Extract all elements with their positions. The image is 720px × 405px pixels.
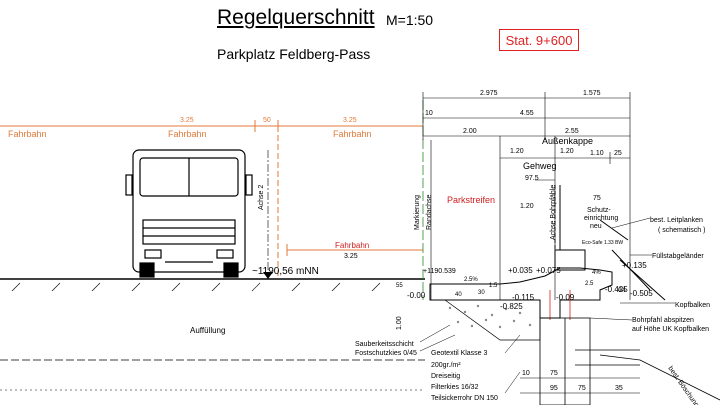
cap-beam-label: Kopfbalken	[675, 302, 710, 309]
dim-bottom-1: 10	[522, 370, 530, 377]
three-side-label: Dreiseitig	[431, 373, 460, 380]
schutz-label-3: neu	[590, 223, 602, 230]
geotextile-weight: 200gr./m²	[431, 362, 461, 369]
dim-row4-2: 1.20	[560, 148, 574, 155]
lane-left-width: 3.25	[180, 117, 194, 124]
schutz-label-1: Schutz-	[587, 207, 611, 214]
slope-2-5: 2.5%	[464, 277, 478, 283]
level-3: +0.075	[536, 266, 561, 275]
dim-row2-2: 4.55	[520, 110, 534, 117]
axis-2-label: Achse 2	[258, 185, 265, 210]
pile-label-2: auf Höhe UK Kopfbalken	[632, 326, 709, 333]
dim-bottom-5: 35	[615, 385, 623, 392]
marking-label: Markierung	[414, 195, 421, 230]
dim-bottom-3: 95	[550, 385, 558, 392]
drawing-subtitle: Parkplatz Feldberg-Pass	[217, 46, 371, 62]
slope-4: 4%	[592, 270, 601, 276]
dim-top-1: 2.975	[480, 90, 498, 97]
dim-row2-1: 10	[425, 110, 433, 117]
small-dim-4: 2.5	[585, 281, 594, 287]
schutz-label-2: einrichtung	[584, 215, 618, 222]
drain-pipe-label: Teilsickerrohr DN 150	[431, 395, 498, 402]
dim-1-00: 1.00	[396, 316, 403, 330]
dim-64: 64	[618, 287, 626, 294]
level-7: -0.825	[500, 302, 523, 311]
bus-icon	[125, 149, 253, 278]
dim-top-2: 1.575	[583, 90, 601, 97]
guardrail-label-2: ( schematisch )	[658, 227, 705, 234]
level-5: -0.00	[407, 291, 426, 300]
small-dim-2: 30	[478, 290, 485, 296]
ground-line	[0, 278, 425, 391]
slope-line	[599, 354, 720, 401]
pile-structure	[539, 317, 640, 405]
dim-97-5: 97.5	[525, 175, 539, 182]
lane-center-label: Fahrbahn	[168, 129, 207, 139]
dim-row4-4: 25	[614, 150, 622, 157]
lane-bottom-width: 3.25	[344, 253, 358, 260]
dim-row4-1: 1.20	[510, 148, 524, 155]
pile-label-1: Bohrpfahl abspitzen	[632, 317, 694, 324]
sidewalk-label: Gehweg	[523, 161, 557, 171]
clean-layer-label: Sauberkeitsschicht	[355, 341, 414, 348]
small-dim-7: 40	[455, 292, 462, 298]
gravel-pattern	[448, 304, 532, 329]
lane-right-width: 3.25	[343, 117, 357, 124]
drawing-scale: M=1:50	[386, 12, 434, 28]
level-8: -0.09	[556, 293, 575, 302]
lane-dimension-lines	[0, 120, 423, 278]
elevation-label: ~1190,56 mNN	[252, 266, 319, 277]
lane-left-label: Fahrbahn	[8, 129, 47, 139]
parking-strip-label: Parkstreifen	[447, 195, 495, 205]
slope-label: best. Böschung	[666, 365, 699, 405]
pile-axis-label: Achse Bohrpfähle	[550, 185, 557, 240]
pile-reinforcement	[549, 290, 571, 320]
level-9: -0.425	[605, 285, 628, 294]
level-6: -0.115	[512, 293, 535, 302]
elevation-marker-icon	[263, 272, 273, 279]
eco-label: Eco-Safe 1.33 BW	[582, 240, 623, 246]
dim-1-20: 1.20	[520, 203, 534, 210]
drawing-title: Regelquerschnitt	[217, 6, 375, 29]
frost-gravel-label: Fostschutzkies 0/45	[355, 350, 417, 357]
guardrail-label-1: best. Leitplanken	[650, 217, 703, 224]
fill-label: Auffüllung	[190, 326, 225, 335]
dim-bottom-4: 75	[578, 385, 586, 392]
leader-lines	[419, 217, 675, 394]
dim-row3-2: 2.55	[565, 128, 579, 135]
level-4: +0.135	[622, 261, 647, 270]
dim-row3-1: 2.00	[463, 128, 477, 135]
level-2: +0.035	[508, 266, 533, 275]
dim-bottom-2: 75	[550, 370, 558, 377]
filter-gravel-label: Filterkies 16/32	[431, 384, 479, 391]
dim-75: 75	[593, 195, 601, 202]
small-dim-1: 55	[396, 283, 403, 289]
bottom-dimension-lines	[520, 377, 640, 394]
level-1: +1190.539	[423, 268, 456, 275]
lane-right-label: Fahrbahn	[333, 129, 372, 139]
outer-cap-structure	[429, 185, 666, 319]
dim-row4-3: 1.10	[590, 150, 604, 157]
outer-cap-label: Außenkappe	[542, 136, 593, 146]
top-dimension-lines	[422, 92, 631, 300]
level-10: -0.505	[630, 289, 653, 298]
ground-hatching	[11, 282, 381, 292]
station-badge: Stat. 9+600	[499, 29, 579, 51]
lane-gap-width: 50	[263, 117, 271, 124]
frost-layer-outline	[444, 299, 541, 341]
small-dim-3: 1.5	[489, 283, 498, 289]
railing-label: Füllstabgeländer	[652, 253, 704, 260]
lane-bottom-label: Fahrbahn	[335, 241, 369, 250]
edge-axis-label: Randachse	[426, 194, 433, 230]
geotextile-label: Geotextil Klasse 3	[431, 350, 488, 357]
